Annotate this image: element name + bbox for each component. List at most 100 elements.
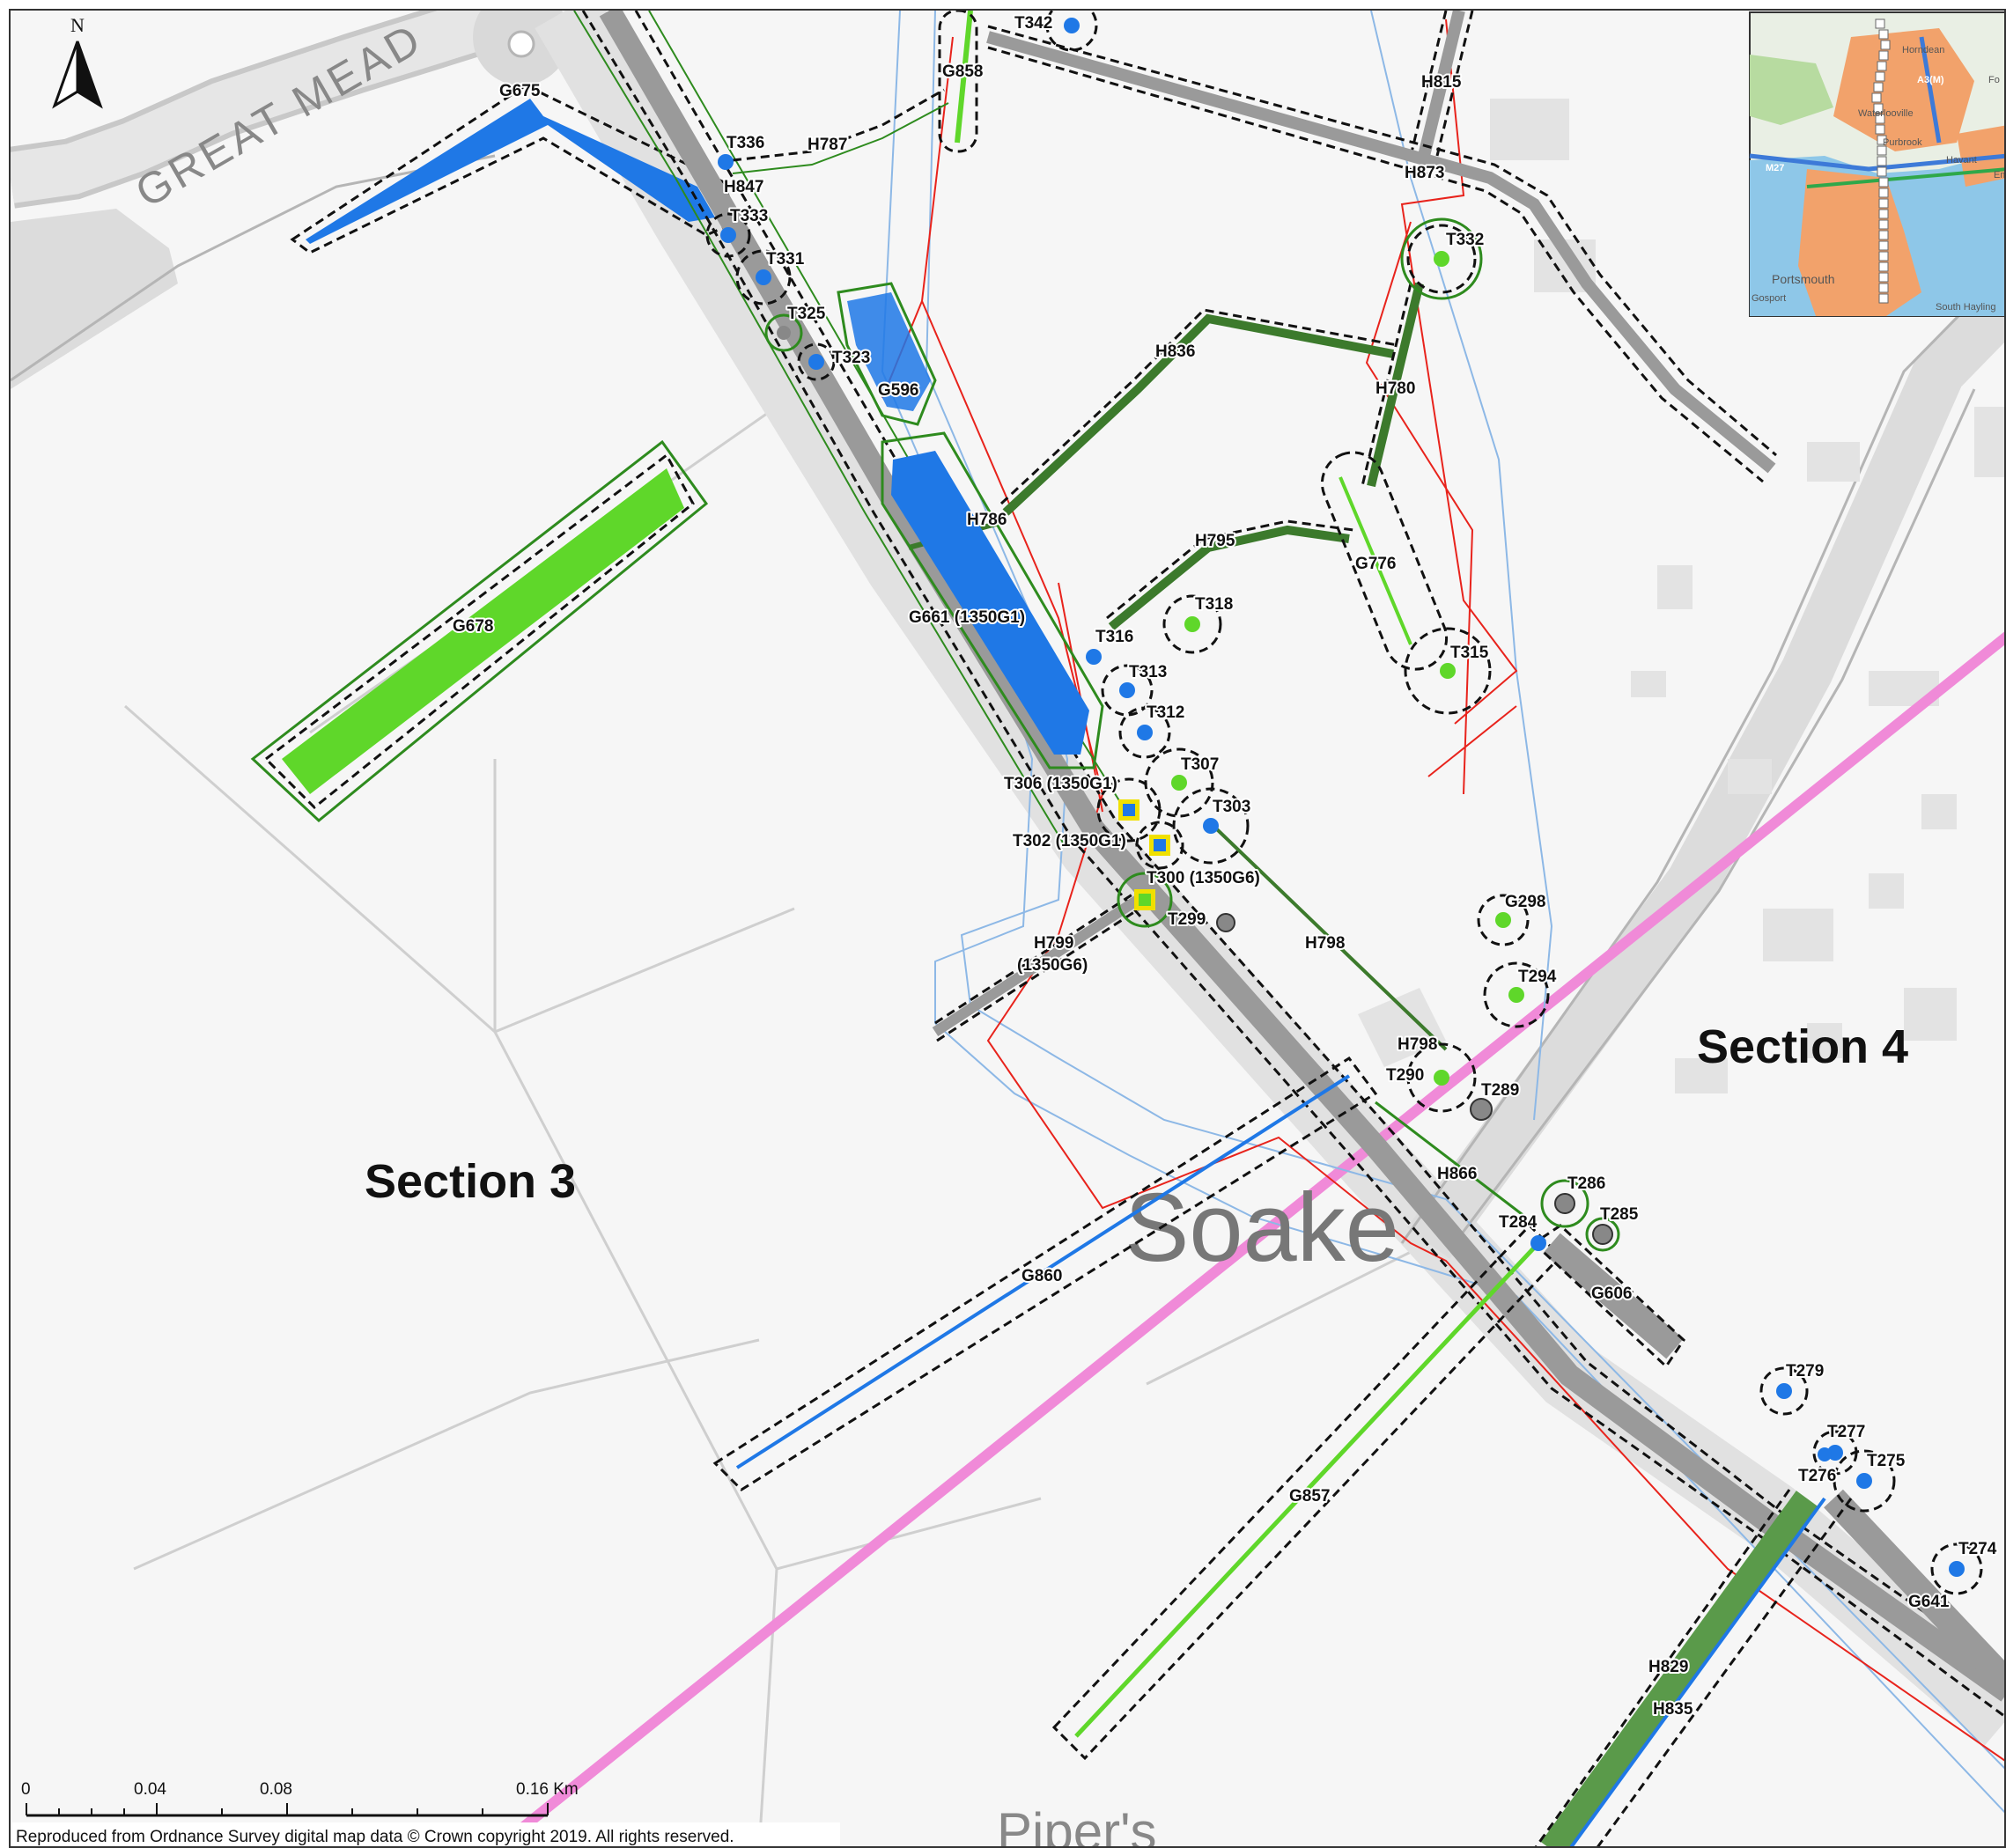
place-label-pipers: Piper's	[997, 1802, 1157, 1848]
feature-h787[interactable]	[732, 88, 945, 162]
tree-t333[interactable]	[705, 212, 751, 258]
field-boundaries	[124, 405, 1429, 1846]
feature-h780[interactable]	[1367, 282, 1424, 488]
tree-t312[interactable]	[1118, 706, 1171, 759]
feature-g678[interactable]	[282, 468, 684, 794]
tree-t316[interactable]	[1086, 649, 1102, 665]
label-t303: T303	[1213, 798, 1250, 816]
tree-t315[interactable]	[1404, 627, 1492, 715]
tree-t302[interactable]	[1135, 821, 1184, 870]
feature-g675-buffer	[290, 84, 739, 254]
tree-t289[interactable]	[1470, 1098, 1493, 1121]
copyright-backdrop	[12, 1822, 840, 1846]
tree-t318[interactable]	[1162, 594, 1222, 654]
tree-g298[interactable]	[1477, 894, 1530, 946]
label-h787: H787	[808, 136, 847, 154]
feature-g596-fill	[847, 292, 931, 411]
feature-h836[interactable]	[1002, 313, 1394, 516]
inset-label-purbrook: Purbrook	[1883, 137, 1922, 148]
tree-t331[interactable]	[735, 249, 792, 306]
scale-tick-3: 0.16 Km	[516, 1780, 579, 1799]
label-t306: T306 (1350G1)	[1004, 775, 1117, 793]
label-t325: T325	[787, 305, 826, 323]
label-t286: T286	[1567, 1174, 1605, 1193]
label-g661: G661 (1350G1)	[909, 608, 1025, 627]
feature-h798[interactable]	[1215, 828, 1448, 1051]
tree-t342[interactable]	[1045, 11, 1098, 52]
feature-g776[interactable]	[1339, 476, 1412, 645]
section-label-3: Section 3	[365, 1155, 576, 1208]
label-t274: T274	[1958, 1540, 1997, 1558]
feature-g661[interactable]	[891, 451, 1089, 755]
tree-t313[interactable]	[1101, 664, 1154, 717]
feature-g776-buffer	[1320, 451, 1449, 671]
inset-label-south-hayling: South Hayling	[1936, 302, 1996, 313]
inset-label-horndean: Horndean	[1902, 45, 1944, 55]
side-road-east	[1406, 283, 2004, 1259]
map-canvas[interactable]: GREAT MEAD	[11, 11, 2006, 1848]
tree-features	[250, 11, 2006, 1848]
tree-t306[interactable]	[1096, 777, 1162, 843]
tree-t284[interactable]	[1530, 1235, 1546, 1251]
copyright-text: Reproduced from Ordnance Survey digital …	[16, 1828, 734, 1846]
place-label-soake: Soake	[1125, 1174, 1399, 1282]
feature-h787-buffer	[732, 102, 949, 174]
tree-t285[interactable]	[1585, 1217, 1620, 1252]
label-t318: T318	[1195, 595, 1233, 614]
label-h829: H829	[1648, 1658, 1688, 1676]
label-t294: T294	[1518, 968, 1557, 986]
tree-t290[interactable]	[1406, 1042, 1477, 1113]
tree-t300[interactable]	[1117, 872, 1173, 928]
tree-t275[interactable]	[1833, 1449, 1896, 1513]
hedgerow-main-buffer-b	[634, 11, 2004, 1670]
feature-g596[interactable]	[837, 282, 937, 426]
feature-h829[interactable]	[1540, 1491, 1818, 1848]
inset-map[interactable]: Horndean A3(M) Waterlooville Purbrook M2…	[1749, 11, 2006, 317]
building-block	[11, 209, 178, 389]
feature-h866[interactable]	[1375, 1101, 1526, 1219]
feature-h829-buffer	[1534, 1489, 1853, 1846]
scale-bar: 0 0.04 0.08 0.16 Km	[21, 1780, 579, 1817]
feature-g675[interactable]	[306, 99, 715, 244]
hedgerow-main-buffer-a	[581, 11, 2004, 1718]
tree-t323[interactable]	[797, 342, 836, 381]
feature-g857[interactable]	[1074, 1241, 1540, 1738]
tree-t303[interactable]	[1172, 787, 1250, 865]
label-t312: T312	[1147, 703, 1184, 722]
label-h835: H835	[1653, 1700, 1693, 1719]
feature-h815[interactable]	[1418, 11, 1465, 158]
tree-t332[interactable]	[1400, 217, 1483, 300]
inset-label-a3m: A3(M)	[1917, 75, 1944, 85]
feature-g858[interactable]	[955, 11, 973, 144]
label-h815: H815	[1421, 73, 1462, 92]
feature-g641[interactable]	[1824, 1489, 2006, 1693]
feature-h799[interactable]	[932, 895, 1141, 1037]
feature-g606[interactable]	[1543, 1233, 1684, 1359]
tree-t279[interactable]	[1759, 1366, 1809, 1416]
tree-t276[interactable]	[1818, 1447, 1832, 1461]
tree-t274[interactable]	[1930, 1542, 1983, 1595]
tree-t286[interactable]	[1540, 1179, 1589, 1228]
label-h873: H873	[1405, 164, 1444, 182]
label-h798a: H798	[1305, 934, 1345, 953]
hedgerow-main-grey	[599, 11, 2004, 1702]
tree-t336[interactable]	[718, 154, 734, 170]
feature-g860[interactable]	[735, 1074, 1351, 1469]
feature-h835[interactable]	[1569, 1497, 1826, 1848]
label-t302: T302 (1350G1)	[1013, 832, 1126, 850]
inset-label-havant: Havant	[1946, 155, 1977, 166]
label-h799a: H799	[1034, 934, 1073, 953]
feature-g860-buffer	[712, 1056, 1378, 1491]
inset-label-gosport: Gosport	[1752, 293, 1786, 304]
tree-t325[interactable]	[764, 313, 803, 352]
feature-g858-buffer	[938, 11, 978, 153]
tree-t294[interactable]	[1483, 961, 1550, 1028]
label-t315: T315	[1450, 644, 1489, 662]
label-g678: G678	[453, 617, 493, 636]
feature-h873[interactable]	[986, 31, 1776, 474]
tree-t299[interactable]	[1216, 913, 1235, 932]
feature-h795[interactable]	[1108, 525, 1350, 630]
map-frame[interactable]: GREAT MEAD	[9, 9, 2006, 1848]
label-t277: T277	[1827, 1423, 1865, 1441]
scale-tick-0: 0	[21, 1780, 31, 1799]
